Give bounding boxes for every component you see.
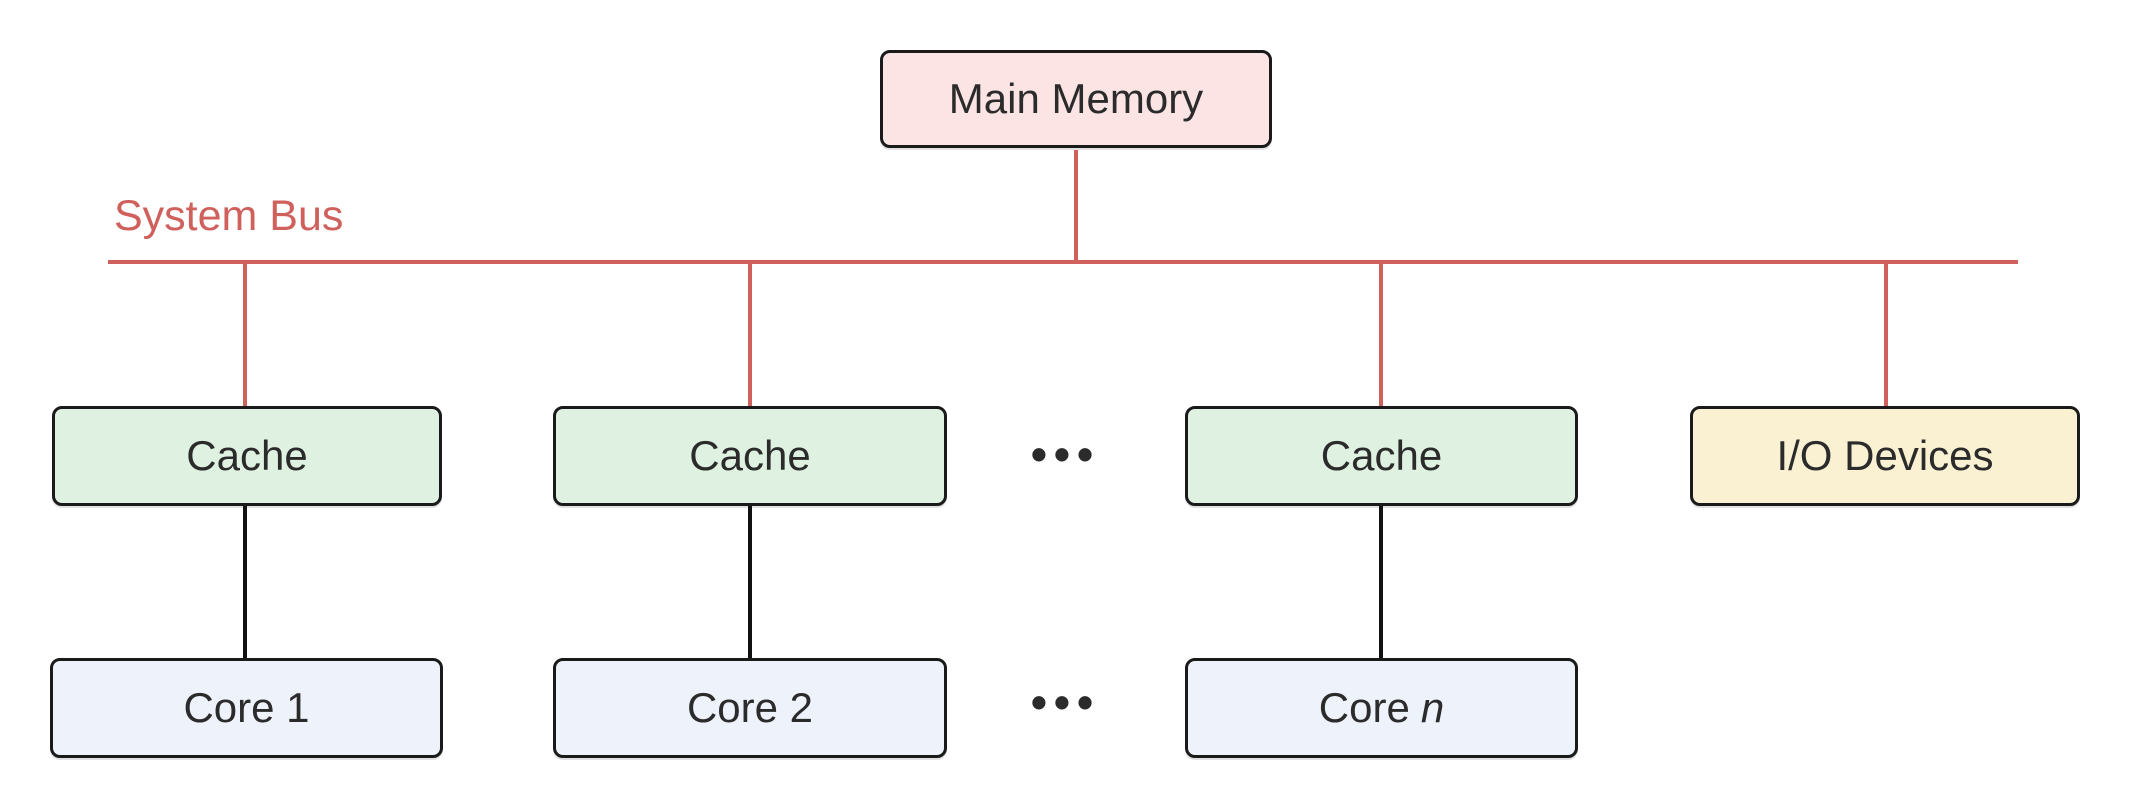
node-core-1: Core 1 <box>50 658 443 758</box>
node-cache-n: Cache <box>1185 406 1578 506</box>
system-bus-label: System Bus <box>114 192 344 240</box>
node-cache-n-label: Cache <box>1320 432 1443 479</box>
ellipsis-core-row: ••• <box>1030 676 1101 728</box>
system-bus-line <box>108 260 2018 264</box>
node-cache-1: Cache <box>52 406 442 506</box>
node-core-n-label-prefix: Core <box>1318 684 1410 731</box>
node-cache-1-label: Cache <box>186 432 308 479</box>
connector-bus-to-io-devices <box>1884 262 1888 406</box>
node-cache-2: Cache <box>553 406 947 506</box>
node-cache-2-label: Cache <box>689 432 811 479</box>
node-core-1-label: Core 1 <box>183 684 310 731</box>
node-main-memory-label: Main Memory <box>948 75 1204 122</box>
node-main-memory: Main Memory <box>880 50 1272 148</box>
connector-cache-1-to-core-1 <box>243 506 247 658</box>
node-core-2-label: Core 2 <box>686 684 814 731</box>
connector-cache-n-to-core-n <box>1379 506 1383 658</box>
node-core-n-label-italic: n <box>1420 684 1445 731</box>
node-io-devices-label: I/O Devices <box>1776 432 1994 479</box>
connector-cache-2-to-core-2 <box>748 506 752 658</box>
node-io-devices: I/O Devices <box>1690 406 2080 506</box>
ellipsis-cache-row: ••• <box>1030 428 1101 480</box>
node-core-2: Core 2 <box>553 658 947 758</box>
connector-bus-to-cache-n <box>1379 262 1383 406</box>
connector-bus-to-cache-1 <box>243 262 247 406</box>
connector-bus-to-cache-2 <box>748 262 752 406</box>
connector-main-memory-to-bus <box>1074 150 1078 262</box>
